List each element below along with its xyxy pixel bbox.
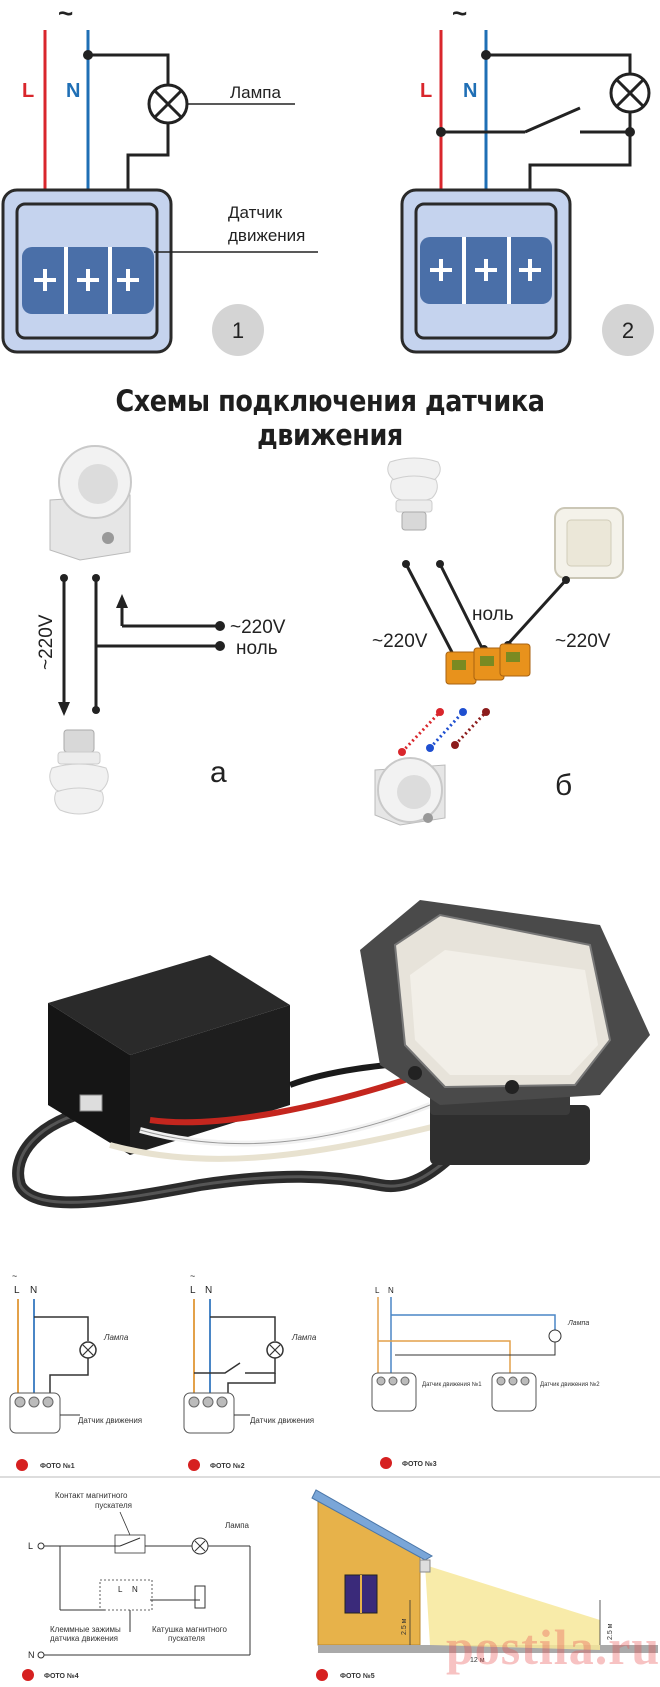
tilde-small-1: ~ [12, 1271, 17, 1281]
voltage-b-right-label: ~220V [555, 631, 611, 652]
lamp-label-1: Лампа [230, 83, 282, 102]
photo5-marker [316, 1669, 328, 1681]
contact-label-2: пускателя [95, 1501, 132, 1510]
L-small-2: L [190, 1285, 196, 1296]
label-b: б [555, 769, 572, 802]
sensor2-small-3: Датчик движения №2 [540, 1381, 600, 1388]
neutral-label-2: N [463, 80, 477, 102]
voltage-right-label: ~220V [230, 617, 286, 638]
relay-box-icon [48, 955, 290, 1155]
photo1-marker [16, 1459, 28, 1471]
tilde-small-2: ~ [190, 1271, 195, 1281]
L-inner-4: L [118, 1585, 123, 1594]
neutral-right-label: ноль [236, 638, 278, 659]
badge-1-text: 1 [232, 318, 244, 343]
bulb-icon-a [49, 729, 109, 815]
L-small-3: L [375, 1286, 380, 1295]
small-schemes-row-1: ~ L N Лампа Датчик движения ФОТО №1 ~ L … [0, 1271, 660, 1478]
arrow-down-icon [58, 702, 70, 716]
neutral-label-1: N [66, 80, 80, 102]
sensor-head-icon [360, 900, 650, 1105]
badge-1 [212, 304, 264, 356]
small-scheme-1: ~ L N Лампа Датчик движения ФОТО №1 [9, 1271, 142, 1471]
lamp-small-4: Лампа [225, 1521, 250, 1530]
small-scheme-2: ~ L N Лампа Датчик движения ФОТО №2 [183, 1271, 317, 1471]
lamp-small-3: Лампа [567, 1320, 589, 1327]
bulb-icon-b [387, 457, 441, 531]
wall-switch-icon [554, 507, 624, 579]
sensor-label-line2: движения [228, 226, 305, 245]
tilde-symbol-1: ~ [58, 0, 73, 28]
N-small-2: N [205, 1285, 212, 1296]
lamp-small-2: Лампа [291, 1333, 317, 1342]
photo4-caption: ФОТО №4 [44, 1672, 79, 1680]
terminals-label-2: датчика движения [50, 1634, 118, 1643]
top-wiring-schemes: ~ L N Лампа Датчик движения 1 ~ L N [1, 0, 654, 356]
middle-schemes: ~220V ноль ~220V а ~220V [36, 445, 624, 826]
motion-sensor-product-illustration [12, 900, 650, 1209]
L-small-4: L [28, 1541, 33, 1551]
height-label-1: 2.5 м [401, 1618, 408, 1635]
N-small-3: N [388, 1286, 394, 1295]
terminal-connector-icon [445, 643, 531, 685]
bypass-switch-icon [524, 106, 581, 134]
sensor1-small-3: Датчик движения №1 [422, 1381, 482, 1388]
photo4-marker [22, 1669, 34, 1681]
voltage-vertical-label: ~220V [36, 614, 57, 670]
L-small-1: L [14, 1285, 20, 1296]
sensor-label-line1: Датчик [228, 203, 283, 222]
voltage-b-left-label: ~220V [372, 631, 428, 652]
contact-label-1: Контакт магнитного [55, 1491, 128, 1500]
N-small-1: N [30, 1285, 37, 1296]
watermark: postila.ru [446, 1619, 660, 1675]
scheme-1: ~ L N Лампа Датчик движения 1 [1, 0, 318, 356]
scheme-b: ~220V ноль ~220V б [372, 457, 624, 826]
phase-label-1: L [22, 80, 34, 102]
height-label-2: 2.5 м [607, 1623, 614, 1640]
page-title: Схемы подключения датчика движения [115, 384, 545, 452]
photo2-caption: ФОТО №2 [210, 1462, 245, 1470]
sensor-light-beam [425, 1565, 600, 1650]
tilde-symbol-2: ~ [452, 0, 467, 28]
small-scheme-4: Контакт магнитного пускателя Лампа L L N… [22, 1491, 251, 1681]
scheme-2: ~ L N 2 [400, 0, 654, 356]
small-scheme-3: L N Лампа Датчик движения №1 Датчик движ… [371, 1286, 600, 1469]
N-small-4: N [28, 1650, 35, 1660]
neutral-b-label: ноль [472, 604, 514, 625]
terminals-label-1: Клеммные зажимы [50, 1625, 121, 1634]
scheme-a: ~220V ноль ~220V а [36, 445, 286, 815]
motion-sensor-icon-b [374, 757, 446, 826]
lamp-small-1: Лампа [103, 1333, 129, 1342]
distance-label: 12 м [470, 1657, 485, 1664]
photo3-caption: ФОТО №3 [402, 1460, 437, 1468]
photo1-caption: ФОТО №1 [40, 1462, 75, 1470]
small-schemes-row-2: Контакт магнитного пускателя Лампа L L N… [22, 1489, 658, 1681]
N-inner-4: N [132, 1585, 138, 1594]
arrow-up-icon [116, 594, 128, 608]
badge-2 [602, 304, 654, 356]
label-a: а [210, 756, 227, 789]
badge-2-text: 2 [622, 318, 634, 343]
photo3-marker [380, 1457, 392, 1469]
phase-label-2: L [420, 80, 432, 102]
coil-label-1: Катушка магнитного [152, 1625, 227, 1634]
motion-sensor-icon-a [49, 445, 132, 561]
coil-label-2: пускателя [168, 1634, 205, 1643]
small-scheme-5: 2.5 м 2.5 м 12 м ФОТО №5 [311, 1489, 658, 1681]
sensor-small-2: Датчик движения [250, 1416, 314, 1425]
photo2-marker [188, 1459, 200, 1471]
sensor-small-1: Датчик движения [78, 1416, 142, 1425]
photo5-caption: ФОТО №5 [340, 1672, 375, 1680]
